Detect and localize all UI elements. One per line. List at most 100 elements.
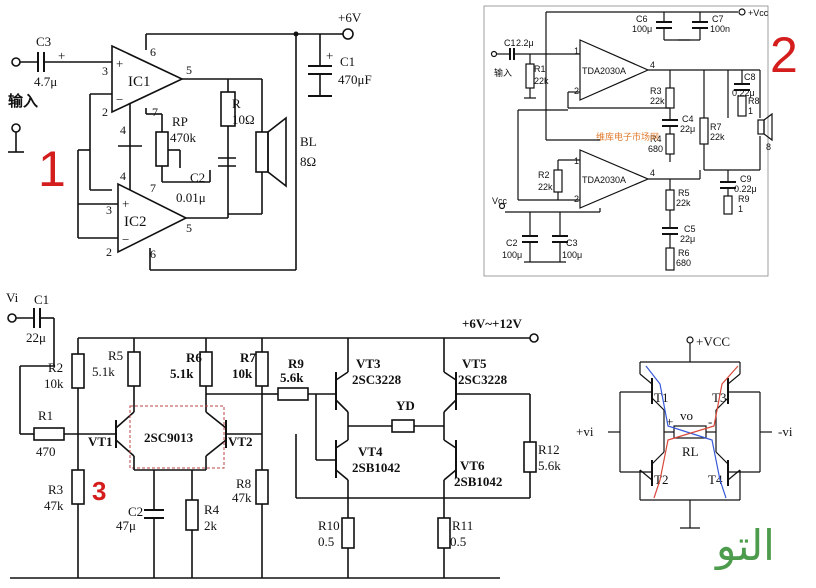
svg-text:−: − [122, 232, 129, 247]
svg-text:C5: C5 [684, 224, 696, 234]
svg-text:+: + [666, 414, 673, 429]
svg-text:5: 5 [186, 63, 192, 77]
svg-text:C7: C7 [712, 14, 724, 24]
svg-text:R9: R9 [738, 194, 750, 204]
svg-text:47k: 47k [232, 490, 252, 505]
svg-text:R7: R7 [710, 122, 722, 132]
svg-text:C1: C1 [34, 292, 49, 307]
svg-text:YD: YD [396, 398, 415, 413]
svg-text:22k: 22k [710, 132, 725, 142]
svg-text:C8: C8 [744, 72, 756, 82]
svg-text:5.6k: 5.6k [280, 370, 304, 385]
c3-value: 4.7μ [34, 74, 57, 89]
rp-label: RP [172, 114, 188, 129]
vcc-top-label: +Vcc [748, 8, 769, 18]
svg-text:470: 470 [36, 444, 56, 459]
svg-text:R11: R11 [452, 518, 473, 533]
svg-text:10k: 10k [232, 366, 253, 381]
svg-text:−: − [116, 92, 123, 107]
svg-text:TDA2030A: TDA2030A [582, 175, 626, 185]
svg-text:22μ: 22μ [680, 124, 695, 134]
svg-text:100μ: 100μ [632, 24, 652, 34]
svg-text:4: 4 [120, 169, 126, 183]
svg-text:VT3: VT3 [356, 356, 381, 371]
svg-text:VT4: VT4 [358, 444, 383, 459]
circuit-3-discrete-btl: Vi C1 22μ +6V~+12V R1 470 R2 10k R3 47k [6, 290, 561, 579]
svg-text:R8: R8 [236, 476, 251, 491]
svg-text:5.6k: 5.6k [538, 458, 561, 473]
svg-text:22k: 22k [534, 76, 549, 86]
svg-text:R12: R12 [538, 442, 560, 457]
watermark: 维库电子市场网 [596, 131, 659, 142]
svg-text:22μ: 22μ [680, 234, 695, 244]
svg-text:VT2: VT2 [228, 434, 253, 449]
svg-text:1: 1 [574, 46, 579, 56]
circuit-2-tda2030a-btl: 2 +Vcc C6 100μ C7 100n 输入 C1 2.2μ R1 22k [483, 5, 798, 277]
c1-value: 470μF [338, 72, 372, 87]
svg-text:2: 2 [106, 245, 112, 259]
svg-text:R6: R6 [678, 248, 690, 258]
circuit-number-3: 3 [92, 476, 106, 506]
pair-part: 2SC9013 [144, 430, 194, 445]
svg-text:7: 7 [152, 105, 158, 119]
svg-text:0.5: 0.5 [318, 534, 334, 549]
logo-mark: ﺍﻟﺘﻮ [714, 521, 775, 570]
svg-text:+: + [122, 196, 129, 211]
svg-text:C2: C2 [506, 238, 518, 248]
svg-text:2SC3228: 2SC3228 [458, 372, 508, 387]
rp-value: 470k [170, 130, 197, 145]
svg-text:22μ: 22μ [26, 330, 46, 345]
svg-text:22k: 22k [650, 96, 665, 106]
svg-text:Vcc: Vcc [492, 196, 508, 206]
svg-text:47μ: 47μ [116, 518, 136, 533]
bl-label: BL [300, 134, 317, 149]
vcc-label: +6V [338, 10, 362, 25]
svg-text:T4: T4 [708, 472, 723, 487]
bl-value: 8Ω [300, 154, 316, 169]
svg-text:C4: C4 [682, 114, 694, 124]
svg-text:VT5: VT5 [462, 356, 487, 371]
svg-text:680: 680 [676, 258, 691, 268]
c2-label: C2 [190, 170, 205, 185]
svg-text:2.2μ: 2.2μ [516, 38, 534, 48]
svg-text:R4: R4 [650, 134, 662, 144]
svg-text:0.22μ: 0.22μ [732, 88, 755, 98]
svg-text:C6: C6 [636, 14, 648, 24]
svg-text:2: 2 [102, 105, 108, 119]
svg-text:C9: C9 [740, 174, 752, 184]
svg-text:2SB1042: 2SB1042 [352, 460, 400, 475]
speaker-bl [255, 131, 269, 173]
svg-text:+vi: +vi [576, 424, 594, 439]
svg-text:2SB1042: 2SB1042 [454, 474, 502, 489]
svg-text:4: 4 [650, 168, 655, 178]
r-label: R [232, 96, 241, 111]
svg-text:10k: 10k [44, 376, 64, 391]
svg-text:0.22μ: 0.22μ [734, 184, 757, 194]
c1-label: C1 [340, 54, 355, 69]
svg-text:R2: R2 [48, 360, 63, 375]
svg-text:+: + [116, 56, 123, 71]
svg-text:1: 1 [738, 204, 743, 214]
svg-text:R7: R7 [240, 350, 256, 365]
svg-text:4: 4 [650, 60, 655, 70]
svg-text:5.1k: 5.1k [170, 366, 194, 381]
input-terminal-top [11, 57, 21, 67]
ic1-opamp [111, 44, 184, 114]
svg-text:VT6: VT6 [460, 458, 485, 473]
svg-text:+VCC: +VCC [696, 334, 730, 349]
circuit-number-2: 2 [770, 27, 798, 83]
c2-value: 0.01μ [176, 190, 206, 205]
svg-text:R10: R10 [318, 518, 340, 533]
svg-text:R2: R2 [538, 170, 550, 180]
svg-text:6: 6 [150, 45, 156, 59]
svg-text:5.1k: 5.1k [92, 364, 115, 379]
svg-text:680: 680 [648, 144, 663, 154]
r-value: 10Ω [232, 112, 255, 127]
svg-text:TDA2030A: TDA2030A [582, 66, 626, 76]
svg-text:R9: R9 [288, 356, 304, 371]
svg-text:RL: RL [682, 444, 699, 459]
svg-text:C2: C2 [128, 504, 143, 519]
vi-label: Vi [6, 290, 19, 305]
circuit-1-btl-ic-amplifier: 输入 1 C3 4.7μ + IC1 + − 3 2 6 5 4 7 +6V +… [8, 10, 372, 271]
